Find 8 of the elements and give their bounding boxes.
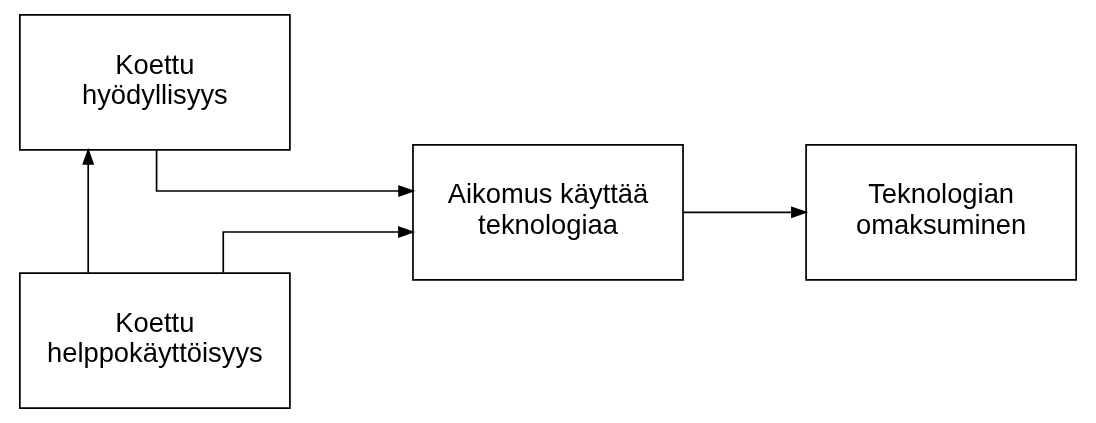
- node-box: Koettu helppokäyttöisyys: [19, 272, 291, 409]
- node-box: Teknologian omaksuminen: [805, 144, 1077, 281]
- node-box: Aikomus käyttää teknologiaa: [412, 144, 684, 281]
- arrow: [155, 149, 416, 197]
- arrow: [682, 206, 809, 219]
- arrow: [82, 147, 95, 274]
- node-box: Koettu hyödyllisyys: [19, 14, 291, 151]
- arrow: [222, 226, 416, 274]
